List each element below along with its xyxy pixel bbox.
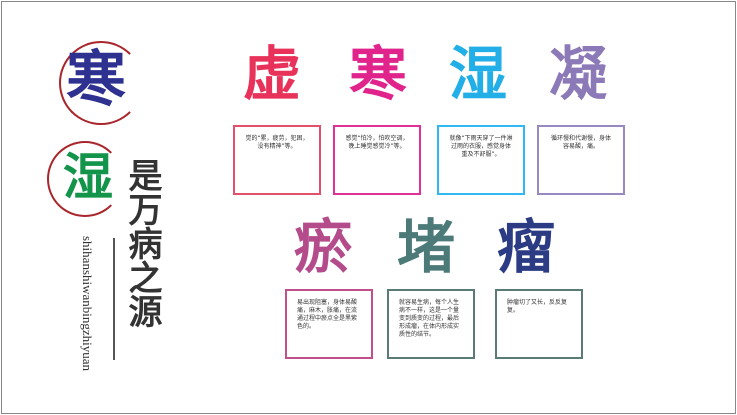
card-liu: 肿瘤切了又长，反反复复。 xyxy=(495,289,583,359)
ring-bottom xyxy=(47,141,123,217)
title-char-damp: 湿 xyxy=(63,147,113,206)
divider-line xyxy=(113,238,115,360)
card-ning: 循环慢和代谢慢，身体容易酸，痛。 xyxy=(537,125,625,195)
card-text: 循环慢和代谢慢，身体容易酸，痛。 xyxy=(550,135,611,150)
card-text: 肿瘤切了又长，反反复复。 xyxy=(507,299,568,314)
char-xu: 虚 xyxy=(242,40,301,108)
title-char-cold: 寒 xyxy=(66,45,126,115)
char-yu: 瘀 xyxy=(293,213,352,281)
card-text: 觉的“累，疲劳，犯困，没有精神”等。 xyxy=(245,135,309,150)
char-du: 堵 xyxy=(396,213,455,281)
pinyin-line1: shihanshi xyxy=(80,236,95,286)
card-text: 就容易生病，每个人生病不一样，这是一个量变到质变的过程，最后形成瘤，在体内形成实… xyxy=(399,299,460,338)
char-shi: 湿 xyxy=(448,40,507,108)
char-liu: 瘤 xyxy=(496,213,555,281)
card-text: 感觉“怕冷，怕吹空调，晚上睡觉感觉冷”等。 xyxy=(345,135,409,150)
title-rest: 是万病之源 xyxy=(122,158,162,328)
card-yu: 易出现阻塞，身体易酸痛，麻木，胀痛，在流通过程中瘀点全是黑紫色的。 xyxy=(285,289,373,359)
pinyin: shihanshiwanbingzhiyuan xyxy=(80,236,95,372)
ring-top xyxy=(59,41,143,125)
char-han: 寒 xyxy=(348,40,407,108)
char-ning: 凝 xyxy=(548,40,607,108)
card-du: 就容易生病，每个人生病不一样，这是一个量变到质变的过程，最后形成瘤，在体内形成实… xyxy=(387,289,475,359)
card-text: 就像“下雨天穿了一件淋过雨的衣服，感觉身体重及不舒服”。 xyxy=(449,135,513,158)
pinyin-line2: wanbingzhiyuan xyxy=(80,285,95,372)
card-han: 感觉“怕冷，怕吹空调，晚上睡觉感觉冷”等。 xyxy=(333,125,421,195)
card-xu: 觉的“累，疲劳，犯困，没有精神”等。 xyxy=(233,125,321,195)
card-shi: 就像“下雨天穿了一件淋过雨的衣服，感觉身体重及不舒服”。 xyxy=(437,125,525,195)
card-text: 易出现阻塞，身体易酸痛，麻木，胀痛，在流通过程中瘀点全是黑紫色的。 xyxy=(297,299,358,330)
